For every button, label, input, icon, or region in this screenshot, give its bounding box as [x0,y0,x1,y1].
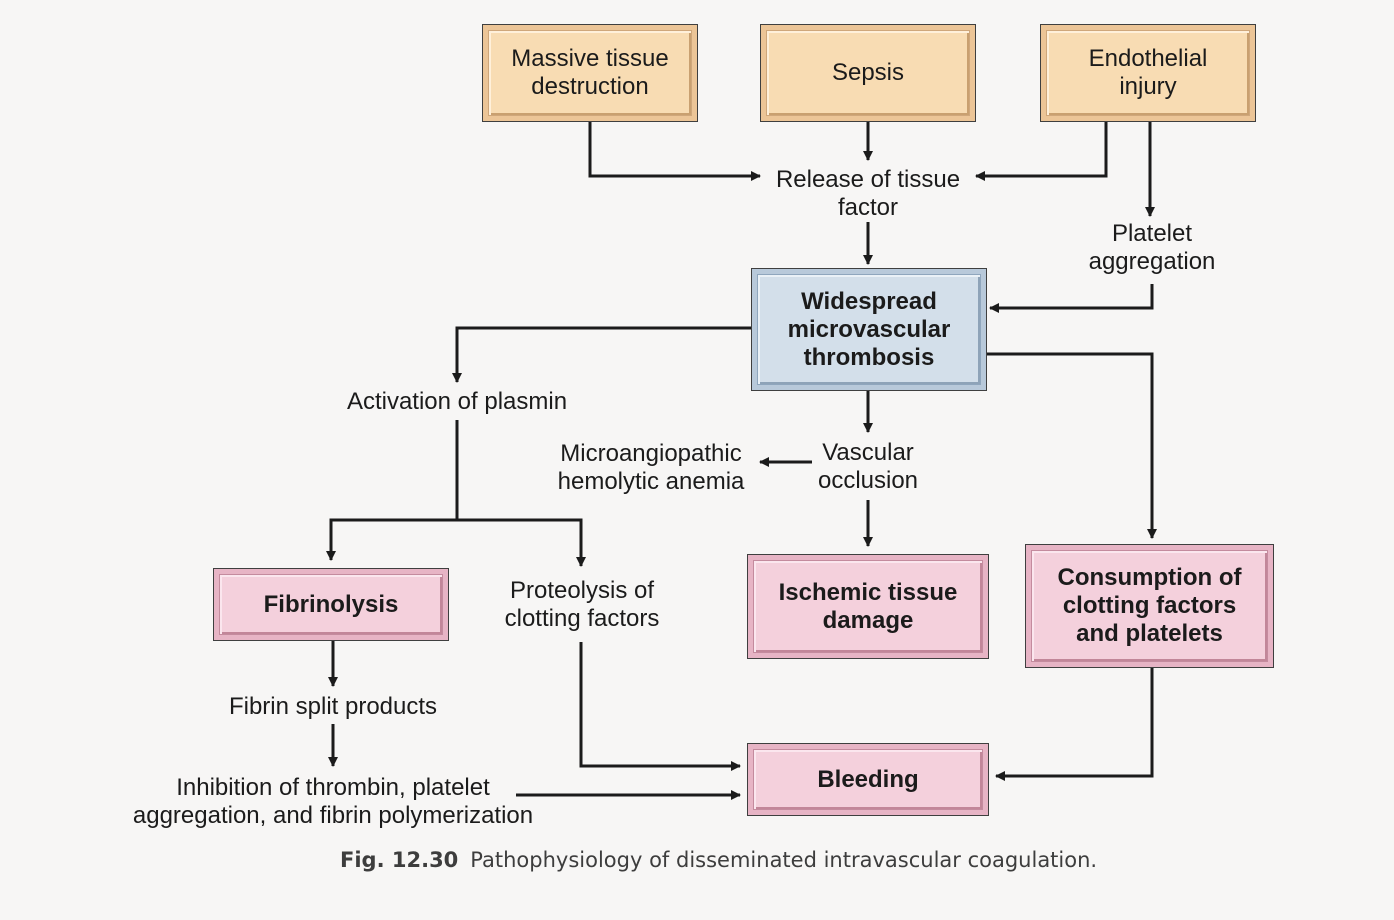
node-label: Widespread microvascular thrombosis [787,287,951,371]
arrow-massive-to-release [588,122,761,181]
figure-caption-text: Pathophysiology of disseminated intravas… [470,848,1098,872]
arrow-widespread-to-consumption [986,352,1157,539]
node-massive-tissue-destruction: Massive tissue destruction [482,24,698,122]
label-microangiopathic-anemia: Microangiopathic hemolytic anemia [557,440,745,495]
arrow-consumption-to-bleeding [995,668,1154,781]
label-vascular-occlusion: Vascular occlusion [817,439,919,494]
label-platelet-aggregation: Platelet aggregation [1088,220,1216,275]
figure-number: Fig. 12.30 [340,848,459,872]
arrow-widespread-to-plasmin [452,326,752,383]
label-inhibition: Inhibition of thrombin, platelet aggrega… [132,774,534,829]
label-release-tissue-factor: Release of tissue factor [775,166,961,221]
node-endothelial-injury: Endothelial injury [1040,24,1256,122]
label-fibrin-split-products: Fibrin split products [228,693,438,720]
node-label: Bleeding [817,765,919,793]
arrow-platelet-to-widespread [989,284,1154,313]
arrow-endothelial-to-release [975,122,1108,181]
label-activation-plasmin: Activation of plasmin [346,388,568,415]
node-label: Sepsis [831,59,905,86]
node-label: Consumption of clotting factors and plat… [1057,564,1242,647]
figure-caption: Fig. 12.30 Pathophysiology of disseminate… [340,848,1097,872]
node-fibrinolysis: Fibrinolysis [213,568,449,641]
label-proteolysis: Proteolysis of clotting factors [504,577,660,632]
node-sepsis: Sepsis [760,24,976,122]
node-bleeding: Bleeding [747,743,989,816]
node-widespread-thrombosis: Widespread microvascular thrombosis [751,268,987,391]
node-label: Massive tissue destruction [511,45,669,100]
arrow-proteolysis-to-bleeding [579,642,741,771]
node-ischemic-tissue-damage: Ischemic tissue damage [747,554,989,659]
arrow-plasmin-to-proteolysis [457,518,586,567]
node-consumption: Consumption of clotting factors and plat… [1025,544,1274,668]
node-label: Ischemic tissue damage [778,578,958,634]
node-label: Endothelial injury [1088,45,1208,100]
arrow-plasmin-to-fibrinolysis [326,420,459,561]
node-label: Fibrinolysis [263,590,399,618]
